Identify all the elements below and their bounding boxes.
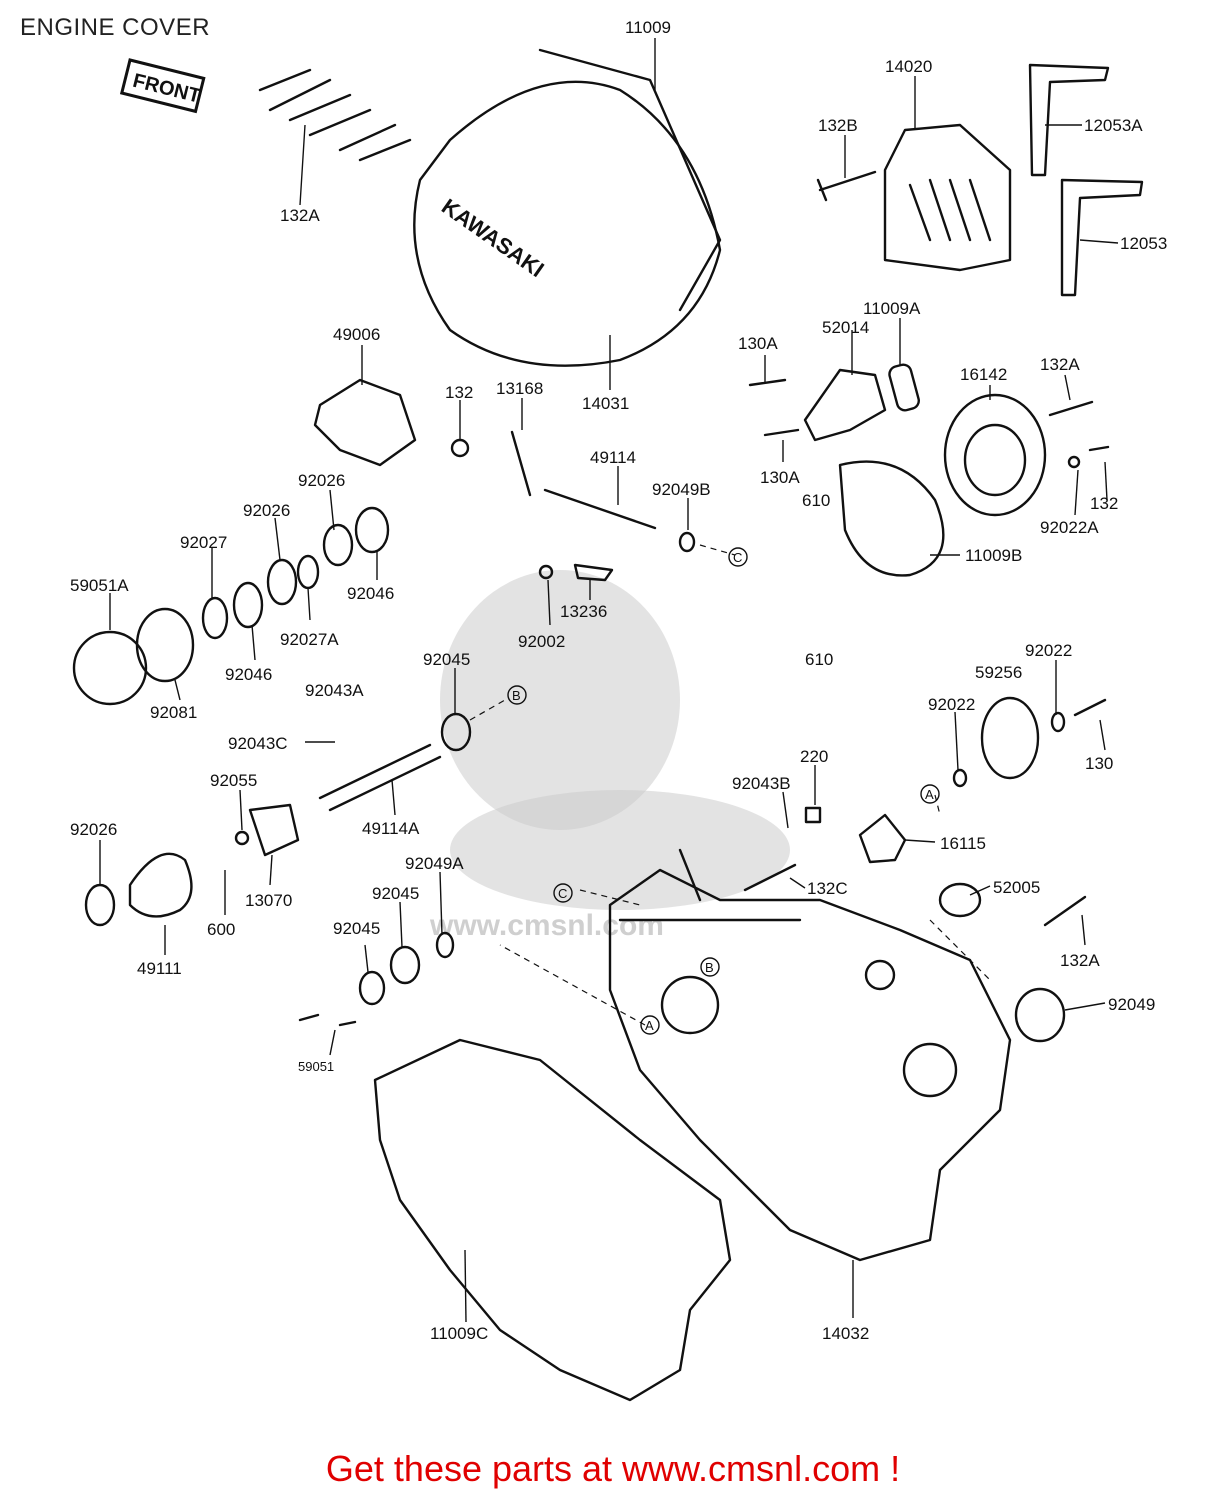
page-title: ENGINE COVER xyxy=(20,14,211,41)
part-label-59051: 59051 xyxy=(298,1059,334,1074)
part-label-49114: 49114 xyxy=(590,448,636,467)
part-label-14020: 14020 xyxy=(885,57,932,76)
part-label-92026: 92026 xyxy=(70,820,117,839)
part-label-52014: 52014 xyxy=(822,318,869,337)
part-label-92045: 92045 xyxy=(423,650,470,669)
part-label-132c: 132C xyxy=(807,879,848,898)
part-label-92002: 92002 xyxy=(518,632,565,651)
part-label-92046: 92046 xyxy=(347,584,394,603)
part-label-12053: 12053 xyxy=(1120,234,1167,253)
part-label-130: 130 xyxy=(1085,754,1113,773)
block-49006-part xyxy=(313,378,417,467)
part-label-92049a: 92049A xyxy=(405,854,464,873)
bolt-132b-part xyxy=(816,170,877,202)
part-label-132b: 132B xyxy=(818,116,858,135)
watermark-text: www.cmsnl.com xyxy=(429,909,664,942)
part-label-49006: 49006 xyxy=(333,325,380,344)
part-label-92022: 92022 xyxy=(928,695,975,714)
cover-logo-mark: KAWASAKI xyxy=(437,194,548,282)
watermark-mascot xyxy=(440,570,790,910)
part-label-132a: 132A xyxy=(1060,951,1100,970)
guard-part xyxy=(883,123,1012,272)
part-label-59051a: 59051A xyxy=(70,576,129,595)
part-label-92045: 92045 xyxy=(333,919,380,938)
shift-shaft-parts xyxy=(450,430,696,582)
part-label-132a: 132A xyxy=(1040,355,1080,374)
part-label-49114a: 49114A xyxy=(362,819,420,838)
part-label-600: 600 xyxy=(207,920,235,939)
inner-cover-part xyxy=(608,848,1012,1262)
part-label-13168: 13168 xyxy=(496,379,543,398)
part-label-92022: 92022 xyxy=(1025,641,1072,660)
plug-parts xyxy=(743,806,907,892)
part-label-220: 220 xyxy=(800,747,828,766)
part-label-92043a: 92043A xyxy=(305,681,364,700)
part-label-11009a: 11009A xyxy=(863,299,921,318)
part-label-92055: 92055 xyxy=(210,771,257,790)
part-label-130a: 130A xyxy=(760,468,800,487)
part-label-132: 132 xyxy=(1090,494,1118,513)
part-label-52005: 52005 xyxy=(993,878,1040,897)
part-label-132a: 132A xyxy=(280,206,320,225)
gasket-11009c-part xyxy=(373,1038,732,1402)
svg-text:A: A xyxy=(925,787,934,802)
part-label-59256: 59256 xyxy=(975,663,1022,682)
svg-text:B: B xyxy=(705,960,714,975)
ref-marker-b: B xyxy=(507,685,527,705)
ref-marker-c: C xyxy=(728,547,748,567)
part-label-92045: 92045 xyxy=(372,884,419,903)
front-stamp: FRONT xyxy=(119,58,206,114)
part-label-132: 132 xyxy=(445,383,473,402)
shaft-49114a-parts xyxy=(318,712,472,812)
part-label-12053a: 12053A xyxy=(1084,116,1143,135)
part-label-14032: 14032 xyxy=(822,1324,869,1343)
part-label-92081: 92081 xyxy=(150,703,197,722)
bracket-parts xyxy=(1028,63,1144,297)
engine-cover-part: KAWASAKI xyxy=(413,48,722,367)
seal-parts xyxy=(938,882,1087,1043)
part-label-16142: 16142 xyxy=(960,365,1007,384)
ref-marker-a: A xyxy=(920,784,940,804)
part-label-92043b: 92043B xyxy=(732,774,791,793)
part-label-92027: 92027 xyxy=(180,533,227,552)
part-label-610: 610 xyxy=(805,650,833,669)
part-label-92026: 92026 xyxy=(298,471,345,490)
impeller-parts xyxy=(952,696,1107,788)
part-label-92026: 92026 xyxy=(243,501,290,520)
part-label-92022a: 92022A xyxy=(1040,518,1099,537)
water-pump-parts xyxy=(803,363,1047,577)
svg-text:C: C xyxy=(558,886,567,901)
svg-text:A: A xyxy=(645,1018,654,1033)
part-label-14031: 14031 xyxy=(582,394,629,413)
part-label-92043c: 92043C xyxy=(228,734,288,753)
svg-text:C: C xyxy=(733,550,742,565)
ref-marker-a: A xyxy=(640,1015,660,1035)
part-label-13070: 13070 xyxy=(245,891,292,910)
dashed-reference-lines xyxy=(469,544,991,1026)
part-label-11009b: 11009B xyxy=(965,546,1022,565)
small-bolts xyxy=(748,378,1110,469)
leader-lines xyxy=(99,38,1119,1323)
bolt-set-part xyxy=(258,68,412,162)
part-label-49111: 49111 xyxy=(137,959,182,978)
part-label-610: 610 xyxy=(802,491,830,510)
get-parts-link[interactable]: Get these parts at www.cmsnl.com ! xyxy=(325,1448,901,1489)
part-label-92046: 92046 xyxy=(225,665,272,684)
ref-marker-b: B xyxy=(700,957,720,977)
part-label-92049: 92049 xyxy=(1108,995,1155,1014)
part-label-130a: 130A xyxy=(738,334,778,353)
ref-marker-c: C xyxy=(553,883,573,903)
bushing-parts xyxy=(298,931,455,1027)
part-label-13236: 13236 xyxy=(560,602,607,621)
part-label-16115: 16115 xyxy=(940,834,986,853)
part-label-11009: 11009 xyxy=(625,18,671,37)
part-label-11009c: 11009C xyxy=(430,1324,488,1343)
part-label-92049b: 92049B xyxy=(652,480,711,499)
svg-text:B: B xyxy=(512,688,521,703)
part-label-92027a: 92027A xyxy=(280,630,339,649)
